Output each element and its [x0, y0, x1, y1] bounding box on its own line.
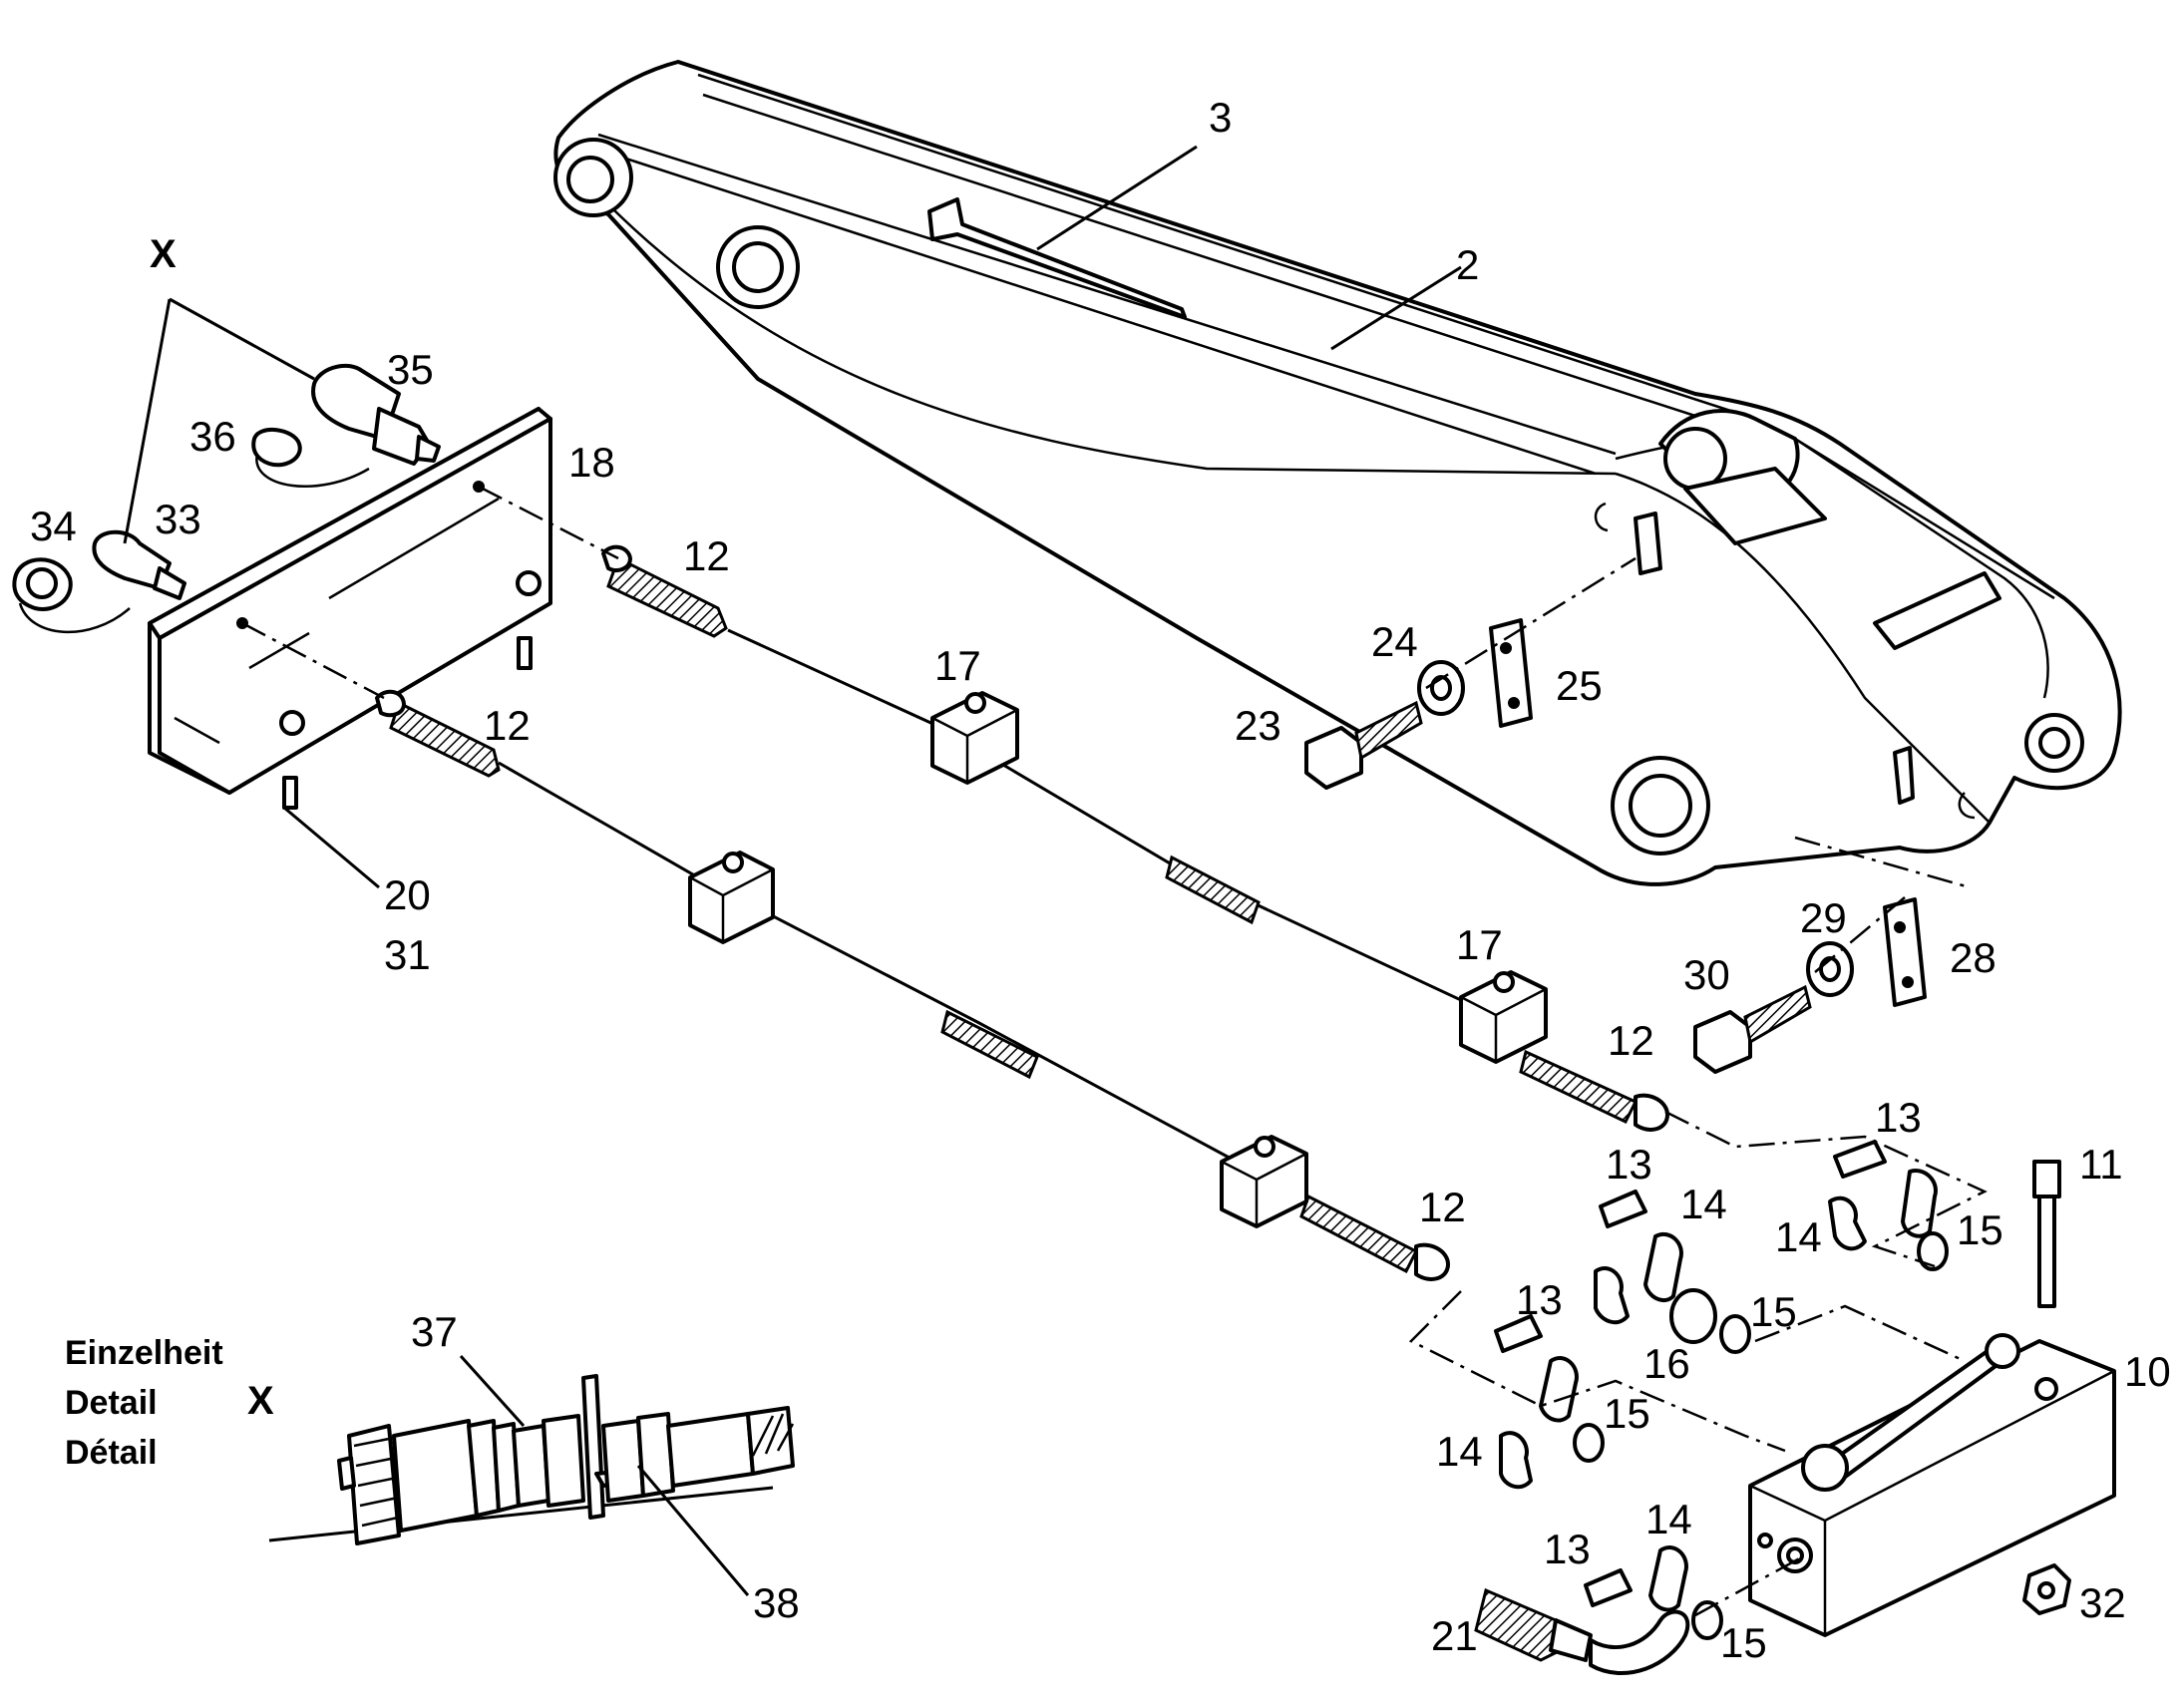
guide-rod — [927, 197, 1187, 319]
callout-labels: 2 3 10 11 12 12 12 12 13 13 13 13 14 14 … — [30, 94, 2171, 1666]
dust-cap-36 — [251, 427, 370, 488]
callout-17a: 17 — [934, 642, 981, 689]
view-marker: X — [150, 232, 177, 276]
callout-32: 32 — [2079, 1579, 2126, 1626]
centerline-flange-d — [1694, 1553, 1806, 1617]
detail-heading-line1: Einzelheit — [65, 1334, 223, 1372]
centerline-23 — [1425, 556, 1636, 690]
callout-29: 29 — [1800, 894, 1847, 941]
callout-15a: 15 — [1957, 1206, 2003, 1253]
callout-13c: 13 — [1516, 1276, 1563, 1323]
callout-21: 21 — [1431, 1612, 1478, 1659]
plate-28 — [1883, 897, 1927, 1007]
washer-24 — [1417, 660, 1465, 716]
pipe-clamp-lower-a — [688, 851, 775, 944]
hose-upper — [601, 544, 1669, 1132]
detail-heading-line2: Detail — [65, 1384, 158, 1422]
centerline-flange-b — [1408, 1290, 1786, 1453]
centerline-flange-c — [1754, 1304, 1966, 1363]
pipe-clamp-17a — [930, 691, 1019, 785]
valve-block — [1748, 1339, 2116, 1637]
callout-12a: 12 — [683, 532, 730, 579]
centerline-30 — [1814, 896, 1906, 973]
callout-14b: 14 — [1680, 1181, 1727, 1227]
callout-20: 20 — [384, 871, 431, 918]
callout-15b: 15 — [1750, 1288, 1797, 1335]
boom-arm — [553, 60, 2122, 886]
leader-lines — [123, 145, 1462, 1596]
callout-12c: 12 — [1608, 1017, 1654, 1064]
plate-25 — [1489, 618, 1533, 728]
callout-15d: 15 — [1720, 1619, 1767, 1666]
pipe-clamp-lower-b — [1220, 1135, 1308, 1228]
detail-x-inset — [268, 1374, 795, 1545]
callout-25: 25 — [1556, 662, 1603, 709]
cap-screw-11 — [2032, 1160, 2061, 1308]
callout-35: 35 — [387, 346, 434, 393]
callout-31: 31 — [384, 931, 431, 978]
quick-coupling-33 — [92, 529, 186, 600]
callout-17b: 17 — [1456, 921, 1503, 968]
flange-set-bottom — [1584, 1545, 1723, 1640]
callout-14d: 14 — [1645, 1496, 1692, 1542]
callout-37: 37 — [411, 1308, 458, 1355]
callout-13a: 13 — [1875, 1094, 1922, 1141]
pressure-gauge-lever — [1801, 1333, 2020, 1492]
callout-3: 3 — [1209, 94, 1232, 141]
callout-16: 16 — [1643, 1340, 1690, 1387]
callout-24: 24 — [1371, 618, 1418, 665]
callout-34: 34 — [30, 503, 77, 549]
callout-2: 2 — [1456, 241, 1479, 288]
dust-cap-34 — [12, 557, 131, 634]
flange-set-upper-right — [1828, 1140, 1949, 1271]
pipe-clamp-17b — [1459, 970, 1548, 1064]
callout-14a: 14 — [1775, 1213, 1822, 1260]
nut-32 — [2022, 1563, 2071, 1615]
callout-12d: 12 — [1419, 1184, 1466, 1230]
callout-23: 23 — [1235, 702, 1281, 749]
flange-set-lower-left — [1494, 1314, 1605, 1490]
callout-30: 30 — [1683, 951, 1730, 998]
flange-set-middle — [1594, 1190, 1751, 1354]
callout-13d: 13 — [1544, 1526, 1591, 1572]
bolt-30 — [1693, 984, 1812, 1074]
callout-33: 33 — [155, 496, 201, 542]
callout-10: 10 — [2124, 1348, 2171, 1395]
quick-coupling-35 — [311, 363, 441, 466]
callout-15c: 15 — [1604, 1390, 1650, 1437]
callout-38: 38 — [753, 1579, 800, 1626]
hose-21 — [1474, 1587, 1690, 1675]
callout-11: 11 — [2079, 1141, 2123, 1188]
centerline-flange-a — [1664, 1110, 1988, 1268]
washer-29 — [1806, 941, 1854, 997]
detail-marker: X — [247, 1379, 274, 1423]
detail-heading-line3: Détail — [65, 1434, 158, 1472]
bolt-23 — [1304, 700, 1423, 790]
callout-36: 36 — [189, 413, 236, 460]
mounting-bracket — [148, 407, 552, 810]
callout-14c: 14 — [1436, 1428, 1483, 1475]
callout-13b: 13 — [1606, 1141, 1652, 1188]
callout-18: 18 — [568, 439, 615, 486]
centerline-bracket-lower — [241, 621, 385, 700]
centerline-boom-lower — [1794, 836, 1971, 889]
callout-12b: 12 — [484, 702, 531, 749]
callout-28: 28 — [1950, 934, 1997, 981]
